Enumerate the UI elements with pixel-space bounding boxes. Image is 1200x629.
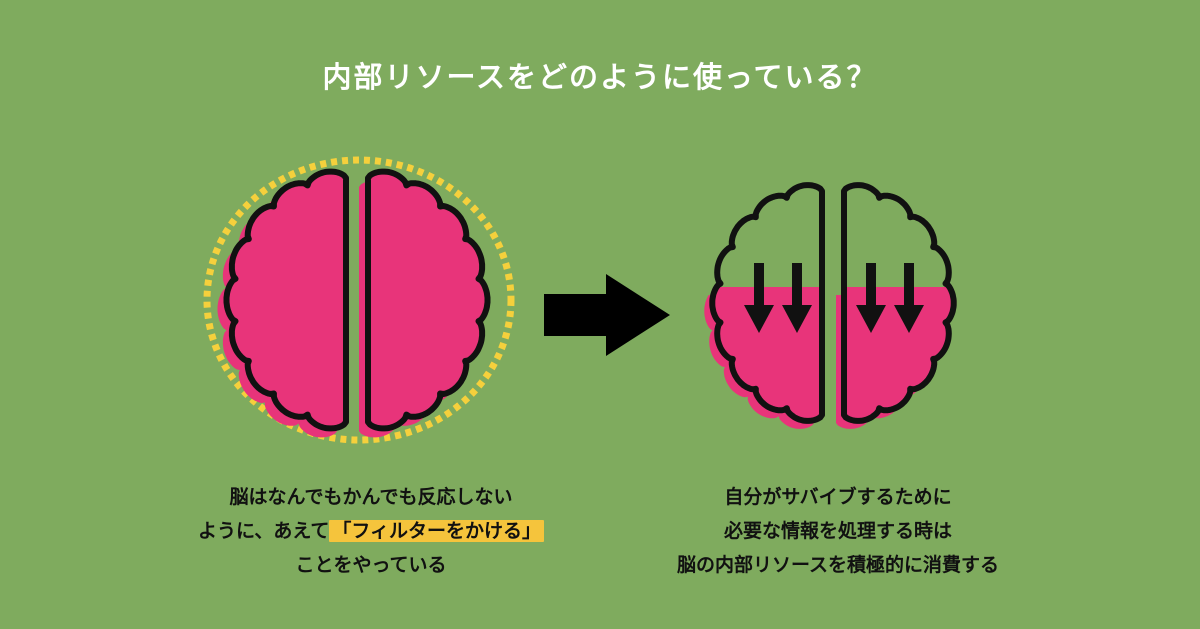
right-arrow-icon	[544, 274, 670, 356]
brain-right-lobe-outline	[841, 182, 957, 424]
left-caption-line3: ことをやっている	[295, 554, 447, 576]
brain-filtered-illustration	[203, 156, 515, 444]
left-caption: 脳はなんでもかんでも反応しない ように、あえて「フィルターをかける」 ことをやっ…	[131, 480, 611, 582]
brain-left-lobe-outline	[709, 182, 825, 424]
page-title: 内部リソースをどのように使っている？	[322, 60, 878, 94]
brain-resource-illustration	[704, 182, 957, 429]
down-arrow-icon	[894, 263, 924, 333]
right-caption-line2: 必要な情報を処理する時は	[723, 520, 952, 542]
right-caption-line3: 脳の内部リソースを積極的に消費する	[676, 554, 1000, 576]
brain-left-lobe	[223, 168, 349, 432]
brain-right-lobe	[365, 168, 491, 432]
right-caption-line1: 自分がサバイブするために	[724, 486, 952, 508]
filter-highlight: 「フィルターをかける」	[329, 520, 545, 542]
down-arrow-icon	[744, 263, 774, 333]
down-arrow-icons	[744, 263, 924, 333]
right-caption: 自分がサバイブするために 必要な情報を処理する時は 脳の内部リソースを積極的に消…	[598, 480, 1078, 582]
down-arrow-icon	[782, 263, 812, 333]
left-caption-line1: 脳はなんでもかんでも反応しない	[229, 486, 513, 508]
down-arrow-icon	[856, 263, 886, 333]
filter-ring	[203, 156, 515, 444]
left-caption-line2: ように、あえて「フィルターをかける」	[131, 514, 611, 548]
left-caption-line2-text: ように、あえて	[197, 520, 330, 542]
